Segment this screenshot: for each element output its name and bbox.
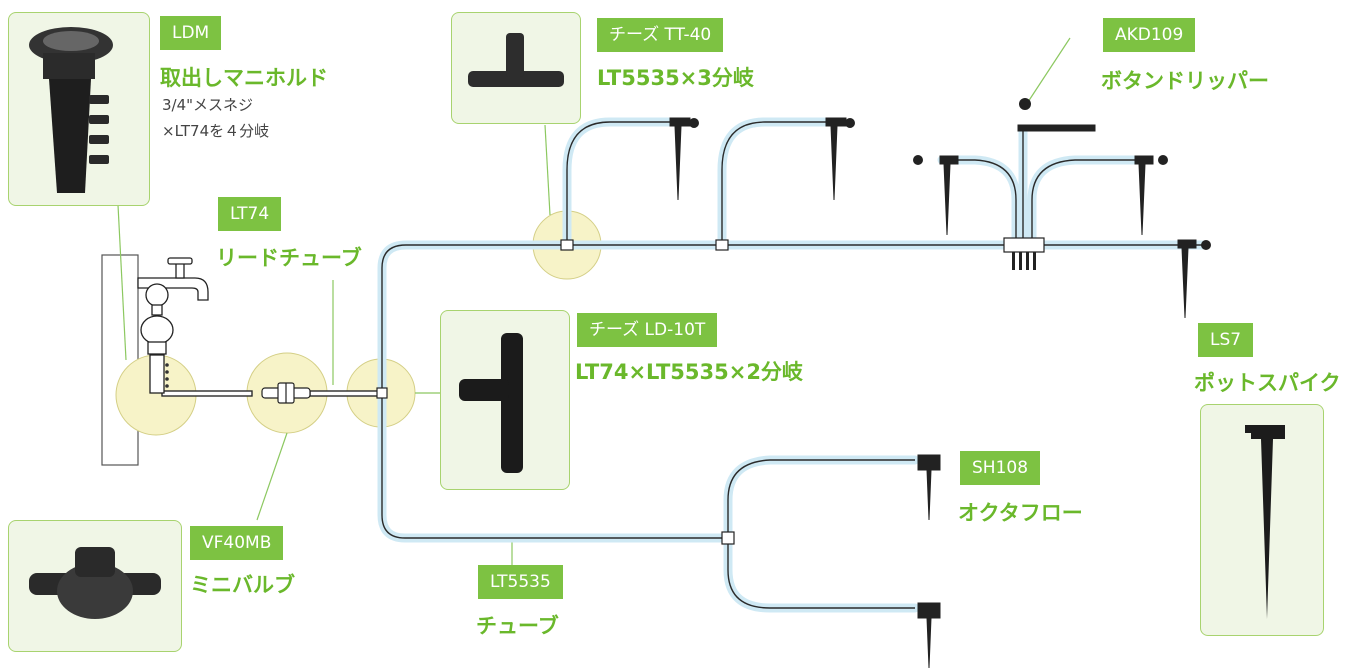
manifold-photo-icon xyxy=(29,27,113,193)
sh108-name: オクタフロー xyxy=(958,501,1083,525)
ls7-name: ポットスパイク xyxy=(1194,371,1341,395)
tee-photo-icon xyxy=(459,333,523,473)
ldm-name: 取出しマニホルド xyxy=(160,66,328,90)
button-drippers xyxy=(689,98,1211,250)
lt5535-name: チューブ xyxy=(476,614,559,638)
akd109-name: ボタンドリッパー xyxy=(1101,69,1269,93)
connector-lines xyxy=(117,37,1071,565)
drip-spikes xyxy=(669,117,1197,669)
tt40-name: LT5535×3分岐 xyxy=(597,66,754,90)
tt40-code-tag: チーズ TT-40 xyxy=(597,18,724,52)
ld10t-code-tag: チーズ LD-10T xyxy=(577,313,718,347)
tee-photo-icon xyxy=(468,33,564,87)
vf40mb-code-tag: VF40MB xyxy=(190,526,284,560)
ls7-code-tag: LS7 xyxy=(1198,323,1254,357)
ls7-photo xyxy=(1200,404,1324,636)
tubing xyxy=(161,121,1205,609)
lt5535-code-tag: LT5535 xyxy=(478,565,563,599)
ldm-desc-1: 3/4"メスネジ xyxy=(162,96,254,114)
tee-fittings xyxy=(376,237,1045,545)
valve-symbol xyxy=(261,382,311,404)
ld10t-photo xyxy=(440,310,570,490)
vf40mb-photo xyxy=(8,520,182,652)
akd109-code-tag: AKD109 xyxy=(1103,18,1196,52)
faucet-assembly xyxy=(137,257,209,394)
valve-photo-icon xyxy=(29,547,161,619)
spike-photo-icon xyxy=(1245,425,1285,619)
ldm-code-tag: LDM xyxy=(160,16,222,50)
ld10t-name: LT74×LT5535×2分岐 xyxy=(575,360,803,384)
sh108-code-tag: SH108 xyxy=(960,451,1041,485)
lt74-code-tag: LT74 xyxy=(218,197,282,231)
vf40mb-name: ミニバルブ xyxy=(190,573,295,597)
ldm-photo xyxy=(8,12,150,206)
ldm-desc-2: ×LT74を４分岐 xyxy=(162,122,270,140)
tt40-photo xyxy=(451,12,581,124)
lt74-name: リードチューブ xyxy=(216,246,362,270)
wall-panel xyxy=(101,254,139,466)
